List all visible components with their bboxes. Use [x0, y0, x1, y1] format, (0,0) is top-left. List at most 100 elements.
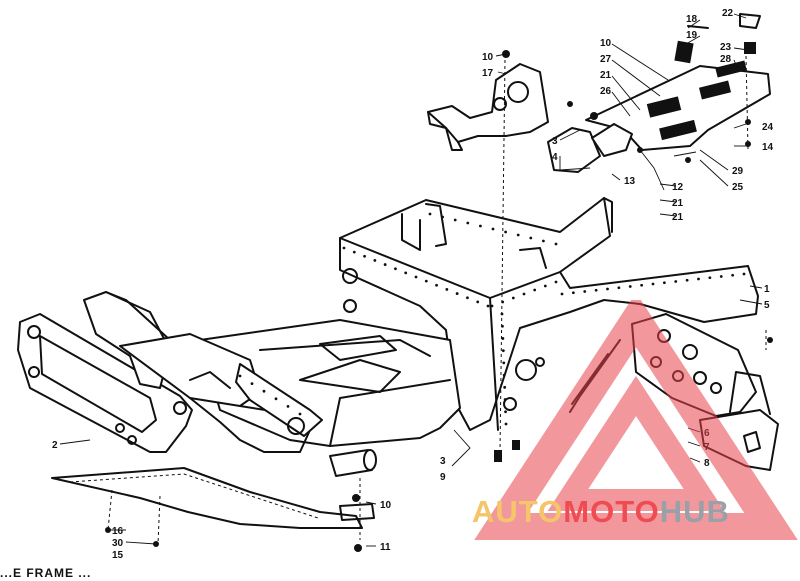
rivet	[719, 275, 723, 278]
rivet-pattern	[238, 212, 746, 426]
rivet	[500, 312, 504, 316]
rivet	[404, 271, 408, 275]
rivet	[428, 212, 432, 216]
rivet	[383, 263, 387, 266]
rivet	[435, 283, 438, 287]
rivet	[476, 300, 480, 304]
rivet	[502, 361, 506, 365]
rivet	[662, 281, 666, 285]
rivet	[363, 254, 366, 258]
callout-21-top: 21	[600, 70, 612, 81]
rivet	[554, 242, 558, 246]
rivet	[543, 284, 547, 288]
rivet	[250, 382, 254, 385]
steering-post-bracket	[427, 50, 549, 151]
callout-28: 28	[720, 54, 732, 65]
callout-3-bottom: 3	[440, 456, 446, 467]
callout-25: 25	[732, 182, 744, 193]
rivet	[674, 280, 678, 283]
callout-26: 26	[600, 86, 612, 97]
rivet	[533, 288, 537, 292]
callout-10-bottom: 10	[380, 500, 392, 511]
rivet	[504, 422, 508, 426]
callout-18: 18	[686, 14, 698, 25]
rivet	[529, 236, 533, 240]
rivet	[274, 397, 278, 401]
rivet	[628, 285, 632, 288]
callout-10-right: 10	[600, 38, 612, 49]
rivet	[617, 286, 621, 290]
rivet	[522, 292, 526, 296]
rivet	[491, 227, 495, 231]
rivet	[651, 282, 655, 286]
rivet	[394, 267, 397, 271]
rivet	[441, 215, 444, 219]
rivet	[342, 246, 346, 250]
rivet	[511, 296, 515, 300]
callout-13: 13	[624, 176, 636, 187]
rivet	[504, 410, 507, 414]
callout-10-top: 10	[482, 52, 494, 63]
skid-plate	[51, 467, 375, 529]
callout-22: 22	[722, 8, 734, 19]
callout-5: 5	[764, 300, 770, 311]
rivet	[503, 398, 507, 401]
callout-12: 12	[672, 182, 684, 193]
diagram-caption: ...E FRAME ...	[0, 566, 92, 580]
rivet	[352, 250, 356, 254]
callout-17: 17	[482, 68, 494, 79]
brake-bracket-assembly	[547, 13, 771, 173]
rivet	[571, 291, 575, 295]
callout-16: 16	[112, 526, 124, 537]
rivet	[262, 389, 266, 393]
callout-3-top: 3	[552, 136, 558, 147]
callout-30: 30	[112, 538, 124, 549]
rivet	[708, 276, 712, 280]
rivet	[424, 279, 428, 283]
rivet	[501, 324, 504, 328]
callout-2: 2	[52, 440, 58, 451]
callout-14: 14	[762, 142, 774, 153]
automotohub-logo	[474, 300, 798, 540]
callout-9: 9	[440, 472, 446, 483]
rivet	[238, 374, 242, 378]
rivet	[554, 280, 558, 284]
leader-lines	[59, 13, 763, 547]
callout-8: 8	[704, 458, 710, 469]
rivet	[453, 218, 457, 222]
rivet	[414, 275, 418, 279]
rivet	[685, 278, 689, 282]
callout-20: 21	[672, 198, 684, 209]
callout-19: 19	[686, 30, 698, 41]
rivet	[731, 273, 735, 277]
rivet	[445, 288, 449, 291]
rivet	[697, 277, 700, 281]
callout-29: 29	[732, 166, 744, 177]
rivet	[298, 412, 302, 416]
rivet	[503, 385, 507, 389]
callout-labels: 10 17 10 27 21 26 18 19 22 2 3 28 24 14 2…	[52, 8, 774, 561]
rivet	[560, 292, 564, 296]
callout-11: 11	[380, 542, 391, 553]
rivet	[516, 233, 520, 237]
rivet	[286, 405, 290, 408]
callout-24: 24	[762, 122, 774, 133]
rivet	[466, 221, 470, 225]
watermark-moto: MOTO	[563, 494, 660, 529]
rivet	[466, 296, 469, 300]
rivet	[479, 224, 482, 228]
rivet	[583, 290, 587, 293]
watermark-auto: AUTO	[472, 494, 564, 529]
callout-27: 27	[600, 54, 612, 65]
rivet	[640, 283, 644, 287]
belly-pan	[199, 319, 461, 447]
main-tunnel-frame	[339, 197, 759, 431]
rivet	[594, 288, 598, 292]
watermark-text: AUTOMOTOHUB	[472, 494, 730, 530]
rivet	[486, 304, 490, 308]
callout-15: 15	[112, 550, 124, 561]
watermark-hub: HUB	[659, 494, 730, 529]
rivet	[606, 287, 609, 291]
cross-shaft	[189, 363, 377, 477]
callout-21-bottom: 21	[672, 212, 684, 223]
